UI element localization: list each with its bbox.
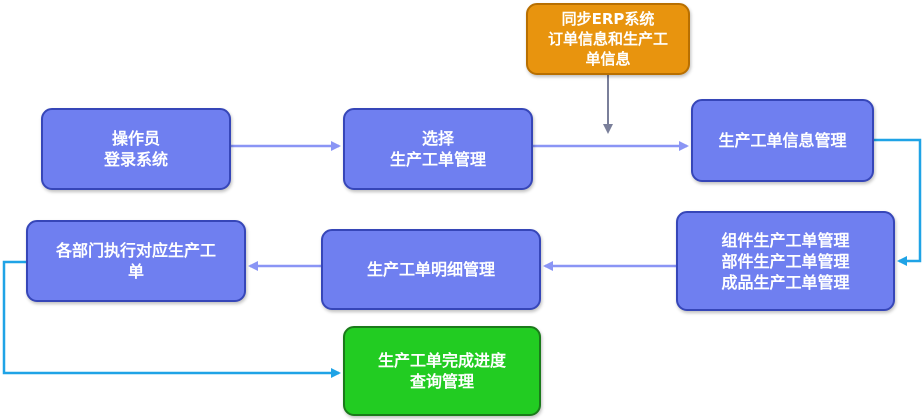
- erp-line-3: 单信息: [585, 50, 631, 68]
- info-line-1: 生产工单信息管理: [718, 131, 847, 150]
- erp-sync-node: 同步ERP系统 订单信息和生产工 单信息: [526, 3, 690, 75]
- department-execution-node: 各部门执行对应生产工 单: [26, 220, 246, 302]
- erp-line-1: 同步ERP系统: [561, 10, 655, 28]
- operator-login-line-1: 操作员: [111, 129, 160, 148]
- component-line-2: 部件生产工单管理: [721, 251, 850, 271]
- progress-query-node: 生产工单完成进度 查询管理: [343, 326, 541, 416]
- production-order-info-node: 生产工单信息管理: [691, 99, 874, 182]
- order-detail-management-node: 生产工单明细管理: [321, 229, 541, 310]
- detail-line-1: 生产工单明细管理: [366, 260, 495, 279]
- select-line-2: 生产工单管理: [389, 150, 486, 169]
- component-line-3: 成品生产工单管理: [721, 272, 850, 292]
- component-line-1: 组件生产工单管理: [721, 230, 850, 250]
- component-order-management-node: 组件生产工单管理 部件生产工单管理 成品生产工单管理: [676, 211, 895, 311]
- progress-line-1: 生产工单完成进度: [377, 351, 506, 370]
- operator-login-node: 操作员 登录系统: [41, 108, 231, 190]
- operator-login-line-2: 登录系统: [103, 150, 168, 169]
- erp-line-2: 订单信息和生产工: [547, 30, 668, 48]
- dept-line-2: 单: [127, 262, 144, 281]
- select-production-order-node: 选择 生产工单管理: [343, 108, 533, 190]
- progress-line-2: 查询管理: [409, 372, 474, 391]
- select-line-1: 选择: [421, 129, 454, 148]
- dept-line-1: 各部门执行对应生产工: [55, 241, 216, 260]
